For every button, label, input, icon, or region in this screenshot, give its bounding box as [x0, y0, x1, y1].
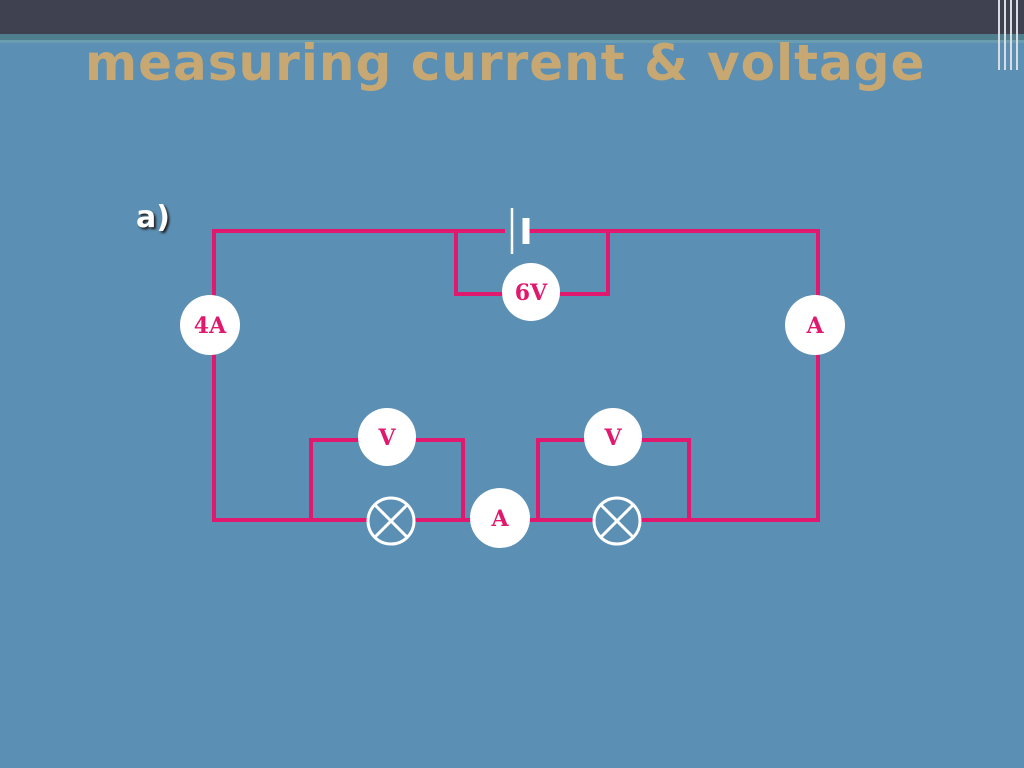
meter-battery-voltmeter: 6V: [502, 263, 560, 321]
top-bar: [0, 0, 1024, 34]
meter-left-ammeter-label: 4A: [194, 313, 227, 339]
top-stripe-accent: [0, 40, 1024, 43]
meter-middle-ammeter: A: [470, 488, 530, 548]
top-stripe: [0, 34, 1024, 40]
battery-symbol: [505, 208, 530, 254]
meter-battery-voltmeter-label: 6V: [515, 280, 548, 306]
meter-left-lamp-voltmeter-label: V: [377, 425, 396, 451]
meter-middle-ammeter-label: A: [490, 506, 509, 532]
meter-left-ammeter: 4A: [180, 295, 240, 355]
meter-right-ammeter-label: A: [805, 313, 824, 339]
meter-right-lamp-voltmeter: V: [584, 408, 642, 466]
meter-left-lamp-voltmeter: V: [358, 408, 416, 466]
part-label: a): [136, 200, 170, 235]
meter-right-lamp-voltmeter-label: V: [603, 425, 622, 451]
corner-decoration: [994, 0, 1024, 70]
lamp-right-icon: [592, 496, 642, 546]
slide-title: measuring current & voltage: [85, 34, 926, 92]
lamp-left-icon: [366, 496, 416, 546]
meter-right-ammeter: A: [785, 295, 845, 355]
